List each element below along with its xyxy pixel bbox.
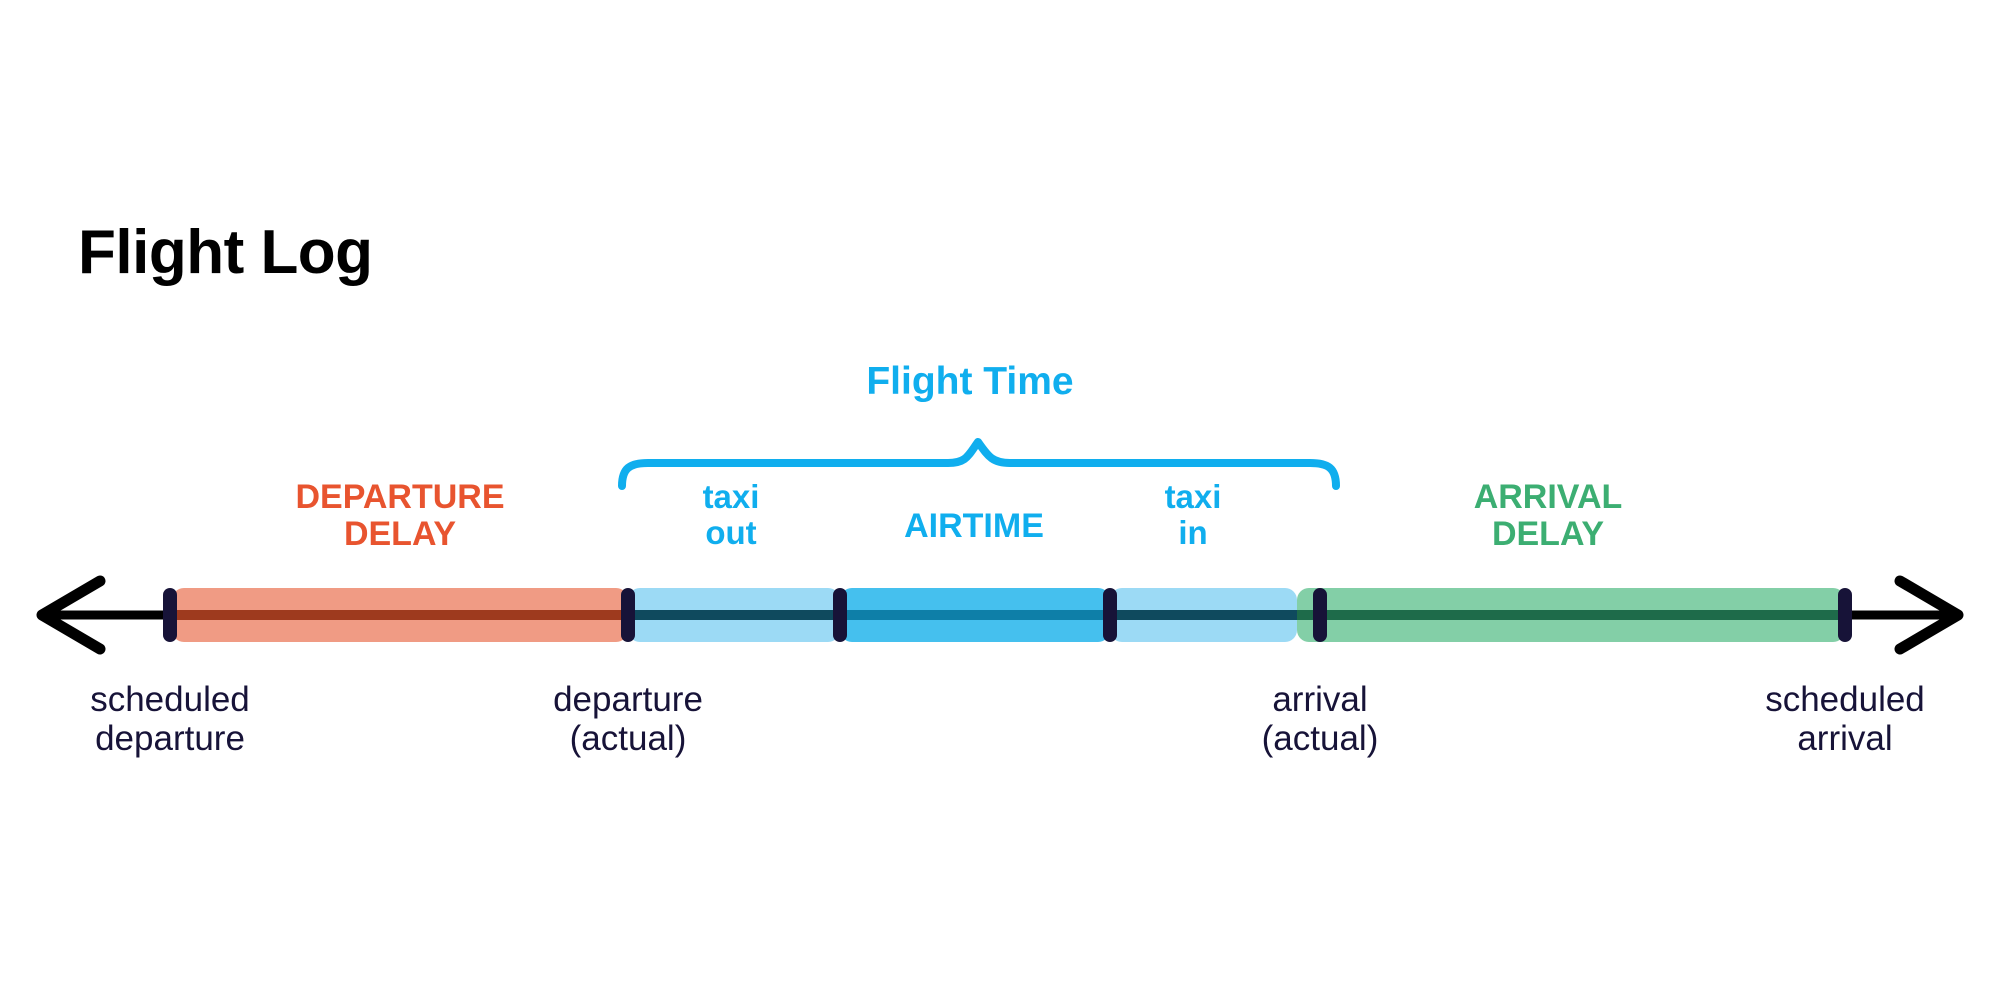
tick-label-scheduled-arrival-line1: scheduled xyxy=(1765,680,1925,719)
tick-label-scheduled-arrival-line2: arrival xyxy=(1797,719,1893,759)
segment-label-taxi-out-line1: taxi xyxy=(702,478,760,515)
segment-rule-taxi_out xyxy=(628,610,840,620)
tick-mark-scheduled_arrival xyxy=(1838,588,1852,642)
tick-label-arrival-actual: arrival (actual) xyxy=(1120,680,1520,758)
tick-mark-airtime_end xyxy=(1103,588,1117,642)
segment-label-airtime-line1: AIRTIME xyxy=(904,507,1044,545)
flight-time-bracket-label: Flight Time xyxy=(866,360,1074,403)
axis-arrowhead-right xyxy=(1894,575,1964,655)
tick-label-scheduled-departure-line2: departure xyxy=(95,719,245,759)
axis-arrowheads xyxy=(36,575,1964,655)
page-title: Flight Log xyxy=(78,218,373,287)
segment-rule-taxi_in xyxy=(1110,610,1297,620)
segment-rule-departure_delay xyxy=(172,610,628,620)
flight-time-bracket-icon xyxy=(618,438,1340,490)
tick-mark-taxi_out_end xyxy=(833,588,847,642)
segment-label-taxi-out: taxi out xyxy=(625,479,837,550)
axis-arrowhead-left xyxy=(36,575,106,655)
segment-label-arrival-delay-line2: DELAY xyxy=(1491,514,1605,553)
segment-label-departure-delay: DEPARTURE DELAY xyxy=(200,479,600,552)
tick-label-arrival-actual-line2: (actual) xyxy=(1261,719,1379,759)
segment-label-departure-delay-line1: DEPARTURE xyxy=(295,478,505,516)
segment-label-taxi-in-line2: in xyxy=(1178,513,1208,551)
tick-mark-arrival_actual xyxy=(1313,588,1327,642)
tick-label-arrival-actual-line1: arrival xyxy=(1272,680,1368,719)
segment-label-arrival-delay-line1: ARRIVAL xyxy=(1473,478,1623,516)
segment-label-airtime: AIRTIME xyxy=(840,508,1108,545)
segment-label-departure-delay-line2: DELAY xyxy=(343,514,457,553)
timeline-axis xyxy=(36,575,1964,655)
segment-rule-arrival_delay xyxy=(1297,610,1845,620)
tick-label-scheduled-departure-line1: scheduled xyxy=(90,680,250,719)
tick-label-departure-actual-line1: departure xyxy=(553,680,703,719)
segment-label-taxi-in-line1: taxi xyxy=(1164,478,1222,515)
tick-label-scheduled-arrival: scheduled arrival xyxy=(1645,680,2000,758)
axis-tick-marks xyxy=(163,588,1852,642)
tick-label-departure-actual-line2: (actual) xyxy=(569,719,687,759)
segment-label-arrival-delay: ARRIVAL DELAY xyxy=(1348,479,1748,552)
tick-label-scheduled-departure: scheduled departure xyxy=(0,680,370,758)
segment-label-taxi-out-line2: out xyxy=(705,513,757,551)
tick-mark-departure_actual xyxy=(621,588,635,642)
segment-center-rules xyxy=(172,610,1845,620)
tick-mark-scheduled_departure xyxy=(163,588,177,642)
segment-rule-airtime xyxy=(840,610,1110,620)
segment-label-taxi-in: taxi in xyxy=(1090,479,1296,550)
tick-label-departure-actual: departure (actual) xyxy=(428,680,828,758)
